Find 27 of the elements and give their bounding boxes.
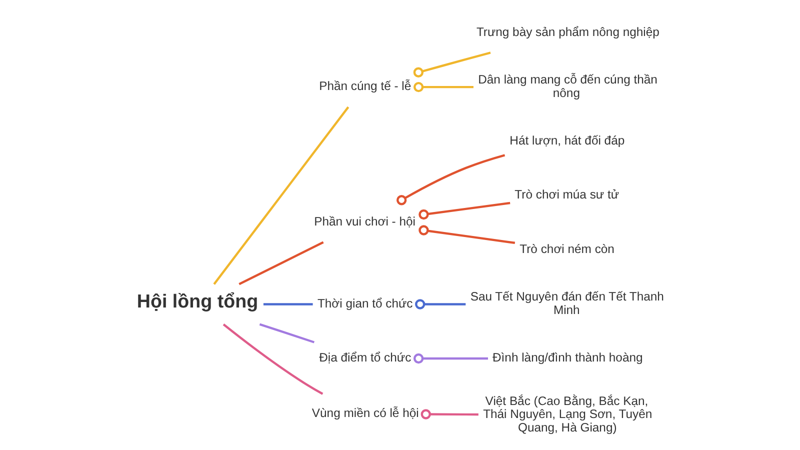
connector bbox=[259, 323, 315, 344]
node-text: Đình làng/đình thành hoàng bbox=[492, 350, 643, 365]
node-text: Dân làng mang cỗ đến cúng thần nông bbox=[478, 72, 658, 100]
connector bbox=[413, 353, 488, 364]
node-text: Địa điểm tổ chức bbox=[319, 350, 412, 365]
node-text: Trò chơi ném còn bbox=[520, 242, 614, 256]
node-text: Trưng bày sản phẩm nông nghiệp bbox=[476, 24, 660, 39]
connector bbox=[396, 154, 506, 206]
node-text: Phần vui chơi - hội bbox=[314, 214, 416, 228]
node-text: Sau Tết Nguyên đán đến Tết Thanh Minh bbox=[470, 290, 664, 317]
connector bbox=[238, 241, 324, 286]
node-text: Thời gian tổ chức bbox=[317, 296, 413, 310]
connector bbox=[222, 324, 324, 395]
node-text: Vùng miền có lễ hội bbox=[312, 406, 419, 420]
node-text: Việt Bắc (Cao Bằng, Bắc Kạn, Thái Nguyên, Lạng Sơn, Tuyên Quang, Hà Giang) bbox=[483, 394, 652, 434]
node-text: Phần cúng tế - lễ bbox=[319, 79, 412, 94]
connector bbox=[420, 409, 478, 420]
connector bbox=[263, 303, 313, 306]
connector bbox=[418, 202, 510, 220]
connector bbox=[213, 106, 350, 285]
connector bbox=[415, 299, 466, 310]
connector bbox=[413, 52, 491, 78]
connector bbox=[413, 82, 474, 92]
node-text: Hội lồng tổng bbox=[136, 290, 258, 312]
node-text: Hát lượn, hát đối đáp bbox=[510, 133, 625, 148]
connector bbox=[418, 225, 516, 244]
node-text: Trò chơi múa sư tử bbox=[514, 188, 619, 202]
